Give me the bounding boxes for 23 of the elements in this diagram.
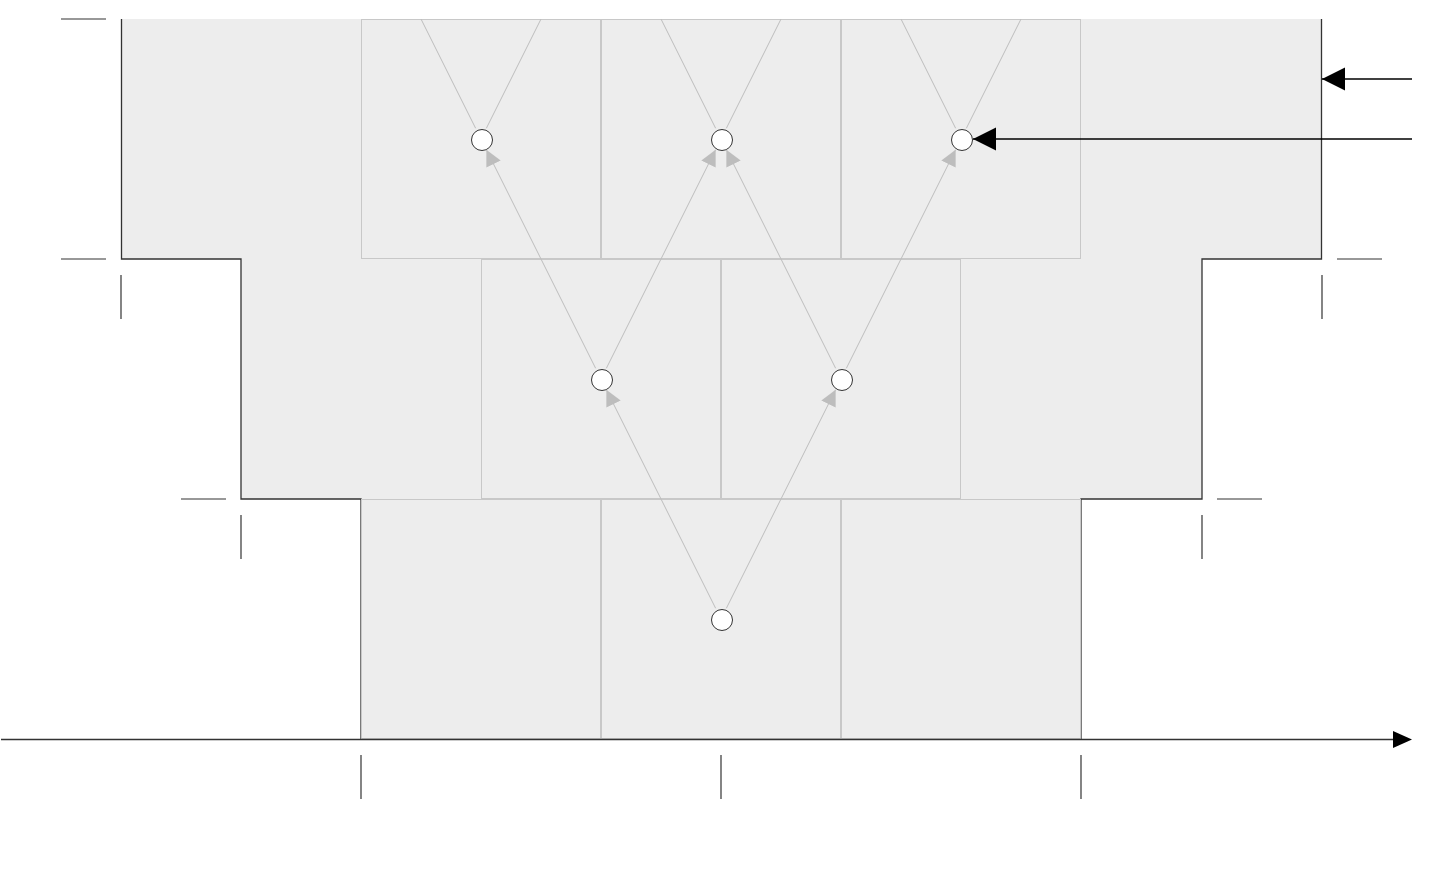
arrow: [972, 127, 1413, 151]
connector-line: [420, 18, 477, 129]
arrow: [605, 389, 717, 609]
grid-cell: [841, 499, 1081, 739]
arrow: [1321, 67, 1413, 91]
connector-line: [965, 18, 1022, 129]
arrow: [725, 149, 837, 369]
grid-cell: [841, 19, 1081, 259]
grid-cell: [601, 19, 841, 259]
grid-cell: [361, 499, 601, 739]
connector-line: [900, 18, 957, 129]
arrow: [725, 389, 837, 609]
connector-line: [660, 18, 717, 129]
grid-cell: [361, 19, 601, 259]
arrow: [605, 149, 717, 369]
grid-cell: [601, 499, 841, 739]
arrow: [845, 149, 957, 369]
grid-cell: [481, 259, 721, 499]
shaded-region: [121, 19, 1322, 739]
arrow: [485, 149, 597, 369]
grid-cell: [721, 259, 961, 499]
connector-line: [485, 18, 542, 129]
connector-line: [725, 18, 782, 129]
